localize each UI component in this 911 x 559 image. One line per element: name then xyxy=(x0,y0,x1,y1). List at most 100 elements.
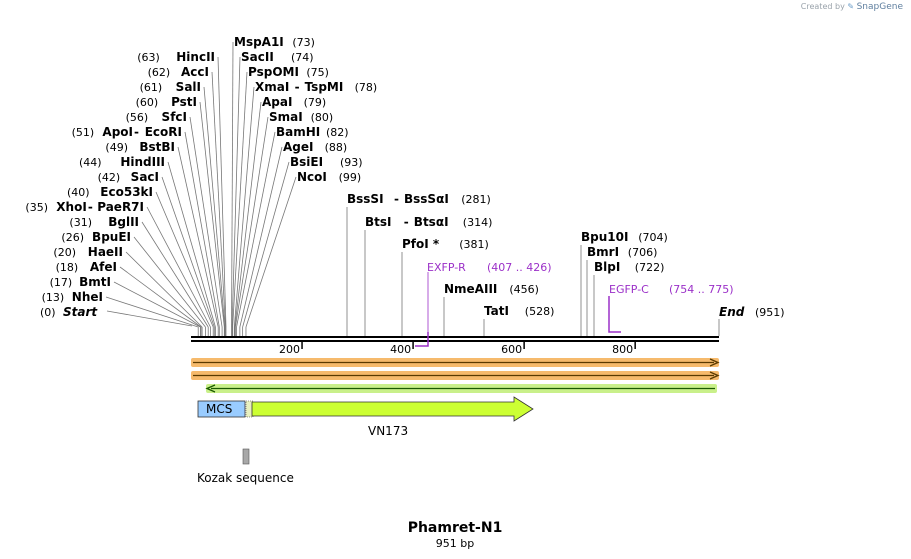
site-psti[interactable]: PstI (60) xyxy=(136,95,197,109)
site-nhei[interactable]: NheI(13) xyxy=(42,290,103,304)
feature-vn173[interactable]: VN173 xyxy=(245,396,534,438)
site-bamhi[interactable]: BamHI(82) xyxy=(276,125,349,139)
leader-line xyxy=(125,251,203,328)
site-hindiii[interactable]: HindIII(44) xyxy=(79,155,165,169)
site-name: HaeII xyxy=(88,245,123,259)
site-bglii[interactable]: BglII(31) xyxy=(69,215,139,229)
primer-exfp-r-label: EXFP-R xyxy=(427,261,466,274)
created-by-credit: Created by ✎ SnapGene xyxy=(801,2,903,12)
site-position: (82) xyxy=(326,126,349,139)
site-haeii[interactable]: HaeII(20) xyxy=(53,245,123,259)
right-site-labels: MspA1I(73)SacII(74)PspOMI(75)XmaI-TspMI(… xyxy=(234,35,377,184)
site-sacii[interactable]: SacII(74) xyxy=(241,50,314,64)
site-agei[interactable]: AgeI(88) xyxy=(283,140,347,154)
site-name-alt: PaeR7I xyxy=(97,200,144,214)
site-sfci[interactable]: SfcI(56) xyxy=(126,110,187,124)
site-ncoi[interactable]: NcoI(99) xyxy=(297,170,361,184)
start-position: (0) xyxy=(40,306,56,319)
leader-line xyxy=(161,176,215,328)
site-position: (74) xyxy=(291,51,314,64)
map-length: 951 bp xyxy=(436,537,474,550)
primer-exfp-r[interactable]: EXFP-R (407 .. 426) xyxy=(415,261,552,347)
credit-prefix: Created by xyxy=(800,2,845,11)
site-bmri[interactable]: BmrI (706) xyxy=(587,245,657,259)
feature-kozak[interactable]: Kozak sequence xyxy=(197,448,294,485)
site-pfoi[interactable]: PfoI *(381) xyxy=(402,237,489,251)
feature-mcs[interactable]: MCS xyxy=(197,400,246,418)
site-position: (722) xyxy=(635,261,665,274)
site-bstbi[interactable]: BstBI(49) xyxy=(105,140,175,154)
site-hincii[interactable]: HincII(63) xyxy=(137,50,215,64)
site-position: (528) xyxy=(525,305,555,318)
feature-mcs-label: MCS xyxy=(206,402,232,416)
leader-line xyxy=(105,296,199,328)
site-position: (79) xyxy=(304,96,327,109)
site-name: HindIII xyxy=(120,155,165,169)
site-name: MspA1I xyxy=(234,35,284,49)
tick-label: 600 xyxy=(501,343,522,356)
primer-egfp-c-label: EGFP-C xyxy=(609,283,649,296)
site-name: SfcI xyxy=(162,110,187,124)
site-saci[interactable]: SacI(42) xyxy=(98,170,159,184)
site-tati[interactable]: TatI(528) xyxy=(484,304,554,318)
site-position: (78) xyxy=(355,81,378,94)
site-mspa1i[interactable]: MspA1I(73) xyxy=(234,35,315,49)
site-eco53ki[interactable]: Eco53kI(40) xyxy=(67,185,153,199)
snapgene-logo-icon: ✎ xyxy=(847,2,855,11)
leader-lines xyxy=(105,41,595,336)
end-label: End xyxy=(719,305,745,319)
credit-brand: SnapGene xyxy=(856,2,903,12)
primer-egfp-c-range: (754 .. 775) xyxy=(669,283,734,296)
primer-egfp-c[interactable]: EGFP-C (754 .. 775) xyxy=(608,283,734,333)
tick-label: 200 xyxy=(279,343,300,356)
leader-line xyxy=(242,161,290,328)
site-sali[interactable]: SalI(61) xyxy=(140,80,201,94)
site-name: Eco53kI xyxy=(100,185,153,199)
site-smai[interactable]: SmaI(80) xyxy=(269,110,333,124)
primer-exfp-r-range: (407 .. 426) xyxy=(487,261,552,274)
site-acci[interactable]: AccI(62) xyxy=(148,65,209,79)
site-bpu10i[interactable]: Bpu10I(704) xyxy=(581,230,668,244)
site-name: AfeI xyxy=(90,260,117,274)
site-position: (51) xyxy=(72,126,95,139)
site-name: SmaI xyxy=(269,110,303,124)
leader-line xyxy=(146,206,211,328)
left-site-labels: HincII(63)AccI(62)SalI(61)PstI(60)SfcI(5… xyxy=(25,50,215,304)
site-name: ApaI xyxy=(262,95,292,109)
site-position: (88) xyxy=(325,141,348,154)
site-name: BmrI xyxy=(587,245,619,259)
site-bmti[interactable]: BmtI(17) xyxy=(50,275,111,289)
leader-line xyxy=(119,266,202,328)
orf-forward-bar-2[interactable] xyxy=(191,371,720,380)
tick-label: 800 xyxy=(612,343,633,356)
site-name-alt: TspMI xyxy=(305,80,344,94)
site-apai[interactable]: ApaI (79) xyxy=(262,95,326,109)
site-pspomi[interactable]: PspOMI(75) xyxy=(248,65,329,79)
site-name: ApoI xyxy=(102,125,133,139)
site-dash: - xyxy=(394,192,399,206)
site-position: (60) xyxy=(136,96,159,109)
leader-line xyxy=(232,71,248,328)
sequence-backbone xyxy=(191,336,719,342)
site-xmai[interactable]: XmaI-TspMI(78) xyxy=(255,80,377,94)
site-name: PstI xyxy=(171,95,197,109)
site-name: NheI xyxy=(72,290,103,304)
site-btsi[interactable]: BtsI-BtsαI(314) xyxy=(365,215,492,229)
leader-line xyxy=(203,86,226,328)
orf-reverse-bar[interactable] xyxy=(205,384,717,393)
site-bpuei[interactable]: BpuEI(26) xyxy=(61,230,131,244)
site-nmeaiii[interactable]: NmeAIII(456) xyxy=(444,282,539,296)
site-blpi[interactable]: BlpI(722) xyxy=(594,260,664,274)
leader-line xyxy=(167,161,216,328)
site-position: (706) xyxy=(628,246,658,259)
site-name: BmtI xyxy=(79,275,111,289)
orf-forward-bar-1[interactable] xyxy=(191,358,720,367)
site-bsiei[interactable]: BsiEI(93) xyxy=(290,155,363,169)
site-bsssi[interactable]: BssSI-BssSαI(281) xyxy=(347,192,491,206)
leader-line xyxy=(239,146,283,328)
map-title: Phamret-N1 xyxy=(408,520,503,536)
site-afei[interactable]: AfeI(18) xyxy=(56,260,117,274)
site-name: HincII xyxy=(176,50,215,64)
